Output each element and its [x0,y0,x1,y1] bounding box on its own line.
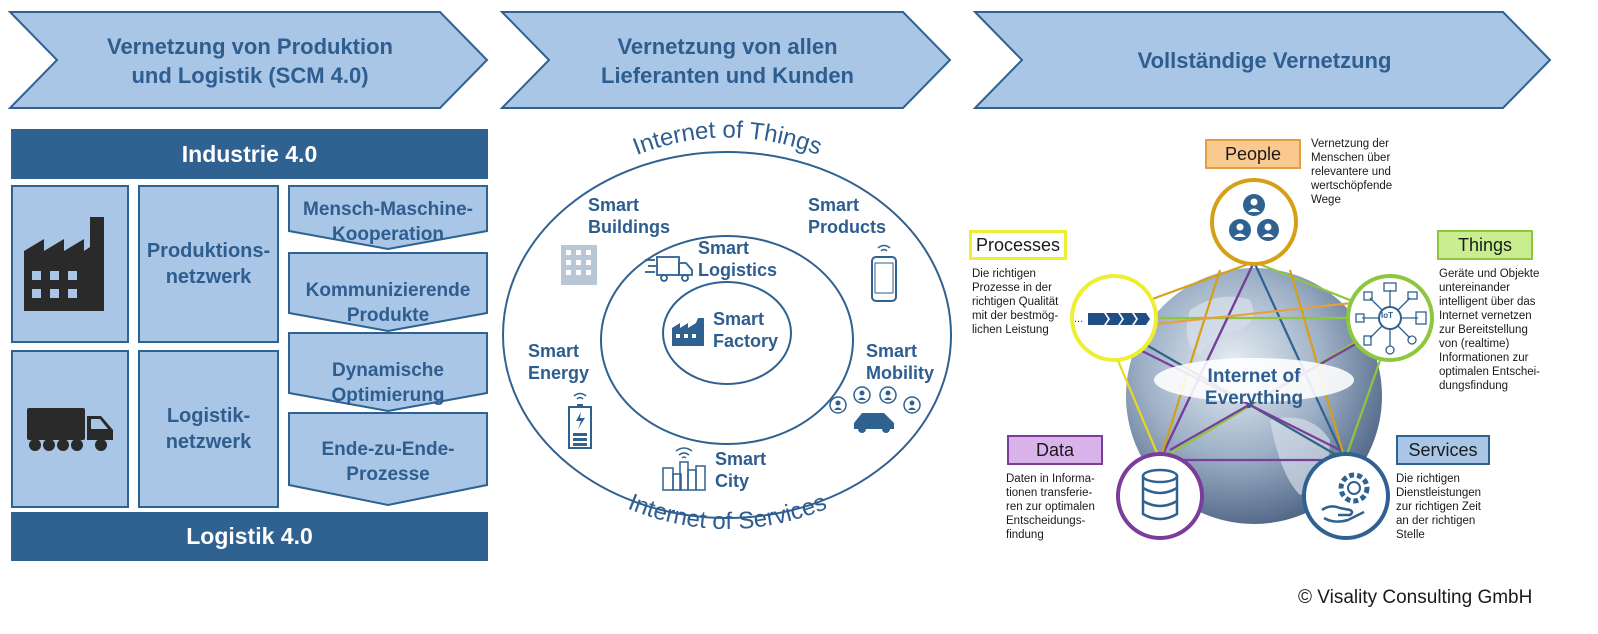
iot-badge: IoT [1381,311,1393,320]
chevron-2-line2: Lieferanten und Kunden [601,63,854,88]
service-gear-icon [1321,472,1370,523]
processes-tag: Processes [969,230,1067,260]
mobility-icon [829,386,921,433]
chevron-headers [7,11,1552,109]
feature-3-line1: Dynamische [332,360,444,381]
feature-shape-1 [288,185,488,251]
smart-factory-line2: Factory [713,331,779,351]
feature-shape-4 [288,412,488,507]
database-icon [1141,468,1179,521]
things-tag: Things [1437,230,1533,260]
middle-ellipse [600,235,854,445]
logistiknetzwerk-line2: netzwerk [165,431,252,453]
chevron-2-line1: Vernetzung von allen [617,34,838,59]
battery-icon [568,392,592,449]
services-circle [1302,452,1390,540]
iot-devices-icon [1355,282,1427,355]
feature-chevrons [288,185,488,507]
feature-1: Mensch-Maschine- Kooperation [289,197,487,247]
city-icon [662,447,706,491]
arc-top-label: Internet of Things [629,116,825,160]
chevron-1-line1: Vernetzung von Produktion [106,34,393,59]
feature-4: Ende-zu-Ende- Prozesse [289,437,487,487]
smart-buildings-line1: Smart [588,195,640,215]
logistiknetzwerk-box: Logistik- netzwerk [138,350,279,508]
chevron-shape-2 [499,11,952,109]
smart-logistics-line1: Smart [698,238,750,258]
copyright: © Visality Consulting GmbH [1298,587,1533,608]
data-tag: Data [1007,435,1103,465]
produktionsnetzwerk-box: Produktions- netzwerk [138,185,279,343]
feature-shape-2 [288,252,488,333]
feature-4-line2: Prozesse [346,464,430,485]
smart-products-line1: Smart [808,195,860,215]
outer-ellipse [502,151,952,519]
process-dots: ... [1074,313,1084,325]
center-label-ellipse [1154,358,1354,402]
internet-of-everything-label: Internet of Everything [1204,366,1304,409]
smartphone-icon [871,244,897,302]
factory-box [11,185,129,343]
smart-energy-line2: Energy [528,363,590,383]
factory-small-icon [672,318,704,346]
building-icon [561,245,597,285]
smart-buildings-line2: Buildings [588,217,670,237]
feature-3: Dynamische Optimierung [289,358,487,408]
inner-ellipse [662,281,792,385]
chevron-3-title: Vollständige Vernetzung [1022,46,1507,75]
smart-energy-line1: Smart [528,341,580,361]
smart-factory: Smart Factory [713,308,778,352]
logistik-bar: Logistik 4.0 [11,512,488,561]
things-circle [1346,274,1434,362]
smart-city-line2: City [715,471,750,491]
smart-city: Smart City [715,448,766,492]
people-circle [1210,178,1298,266]
produktionsnetzwerk-line2: netzwerk [165,266,252,288]
feature-2-line2: Produkte [346,305,430,326]
feature-4-line1: Ende-zu-Ende- [321,439,455,460]
data-circle [1116,452,1204,540]
smart-logistics-line2: Logistics [698,260,778,280]
smart-logistics: Smart Logistics [698,237,777,281]
truck-icon [27,408,113,451]
industrie-bar: Industrie 4.0 [11,129,488,179]
chevron-2-title: Vernetzung von allen Lieferanten und Kun… [550,32,905,90]
produktionsnetzwerk-line1: Produktions- [146,240,271,262]
logistiknetzwerk-line1: Logistik- [166,405,251,427]
feature-shape-3 [288,332,488,413]
smart-factory-line1: Smart [713,309,765,329]
smart-products-line2: Products [808,217,887,237]
smart-products: Smart Products [808,194,886,238]
feature-3-line2: Optimierung [331,385,445,406]
arc-bottom-label: Internet of Services [625,489,831,535]
iot-ellipses: Internet of Things Internet of Services [502,116,952,535]
chevron-shape-1 [7,11,489,109]
feature-1-line1: Mensch-Maschine- [303,199,473,220]
feature-2-line1: Kommunizierende [305,280,471,301]
feature-2: Kommunizierende Produkte [289,278,487,328]
smart-energy: Smart Energy [528,340,589,384]
chevron-1-title: Vernetzung von Produktion und Logistik (… [60,32,440,90]
smart-mobility-line2: Mobility [866,363,934,383]
process-arrows-icon [1088,313,1150,325]
smart-city-line1: Smart [715,449,767,469]
feature-1-line2: Kooperation [332,224,444,245]
smart-mobility-line1: Smart [866,341,918,361]
delivery-truck-icon [645,256,693,282]
smart-buildings: Smart Buildings [588,194,670,238]
chevron-shape-3 [972,11,1552,109]
chevron-1-line2: und Logistik (SCM 4.0) [131,63,369,88]
people-tag: People [1205,139,1301,169]
truck-box [11,350,129,508]
factory-icon [24,217,104,311]
data-description: Daten in Informa-tionen transferie- ren … [1006,473,1095,541]
chevron-3-line1: Vollständige Vernetzung [1137,48,1392,73]
smart-mobility: Smart Mobility [866,340,934,384]
services-tag: Services [1396,435,1490,465]
iot-everything-diagram [1070,178,1434,540]
